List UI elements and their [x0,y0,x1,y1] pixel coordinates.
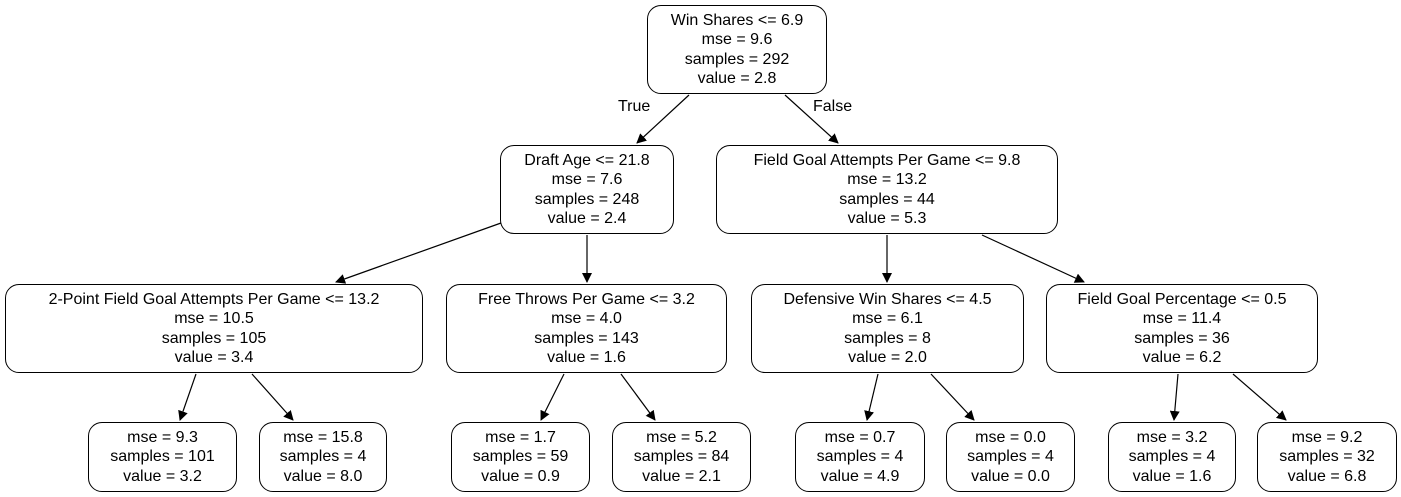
node-mse: mse = 4.0 [551,310,622,327]
node-value: value = 0.0 [971,467,1050,485]
node-value: value = 2.1 [642,467,721,485]
node-mse: mse = 9.6 [701,31,773,48]
node-value: value = 1.6 [547,349,626,366]
edge-dws-to-leaf5 [864,373,879,421]
node-mse: mse = 1.7 [485,428,556,446]
root-node: Win Shares <= 6.9 mse = 9.6 samples = 29… [647,5,827,94]
node-samples: samples = 8 [844,329,931,347]
edge-fgp-to-leaf8 [1232,373,1287,421]
node-field-goal-percentage: Field Goal Percentage <= 0.5 mse = 11.4 … [1046,284,1318,373]
node-condition: Field Goal Percentage <= 0.5 [1077,290,1287,308]
node-mse: mse = 13.2 [847,171,927,188]
edge-root-to-fga [784,94,839,144]
edge-dws-to-leaf6 [930,373,975,421]
node-condition: Win Shares <= 6.9 [670,11,804,29]
node-value: value = 2.4 [547,210,627,227]
node-samples: samples = 4 [1128,448,1216,466]
node-mse: mse = 15.8 [283,428,363,446]
node-free-throws: Free Throws Per Game <= 3.2 mse = 4.0 sa… [446,284,727,373]
edge-2pfga-to-leaf2 [251,373,294,421]
node-samples: samples = 101 [110,448,215,466]
node-value: value = 6.8 [1287,467,1367,485]
edge-ft-to-leaf3 [540,373,565,421]
node-value: value = 0.9 [481,467,560,485]
node-field-goal-attempts: Field Goal Attempts Per Game <= 9.8 mse … [716,145,1058,234]
node-condition: 2-Point Field Goal Attempts Per Game <= … [48,290,380,308]
node-samples: samples = 4 [816,448,904,466]
node-samples: samples = 248 [534,190,640,208]
leaf-node: mse = 3.2 samples = 4 value = 1.6 [1108,422,1236,492]
node-value: value = 1.6 [1132,467,1212,485]
node-draft-age: Draft Age <= 21.8 mse = 7.6 samples = 24… [500,145,674,234]
edge-ft-to-leaf4 [620,373,656,421]
node-mse: mse = 7.6 [551,171,623,188]
edge-2pfga-to-leaf1 [178,373,197,421]
edge-label-false: False [813,98,853,115]
edge-fga-to-fgp [981,234,1085,283]
node-value: value = 3.4 [174,349,254,366]
node-samples: samples = 32 [1279,448,1375,466]
node-condition: Free Throws Per Game <= 3.2 [478,290,695,308]
node-value: value = 5.3 [847,210,927,227]
node-mse: mse = 10.5 [174,310,254,327]
node-samples: samples = 59 [472,448,569,466]
node-samples: samples = 84 [633,448,730,466]
edge-fgp-to-leaf7 [1169,373,1180,421]
node-samples: samples = 36 [1134,329,1230,347]
node-samples: samples = 4 [967,448,1054,466]
node-value: value = 6.2 [1142,349,1222,366]
leaf-node: mse = 9.3 samples = 101 value = 3.2 [88,422,237,492]
edge-draft-age-to-2pfga [335,222,502,284]
node-value: value = 8.0 [283,467,363,485]
leaf-node: mse = 1.7 samples = 59 value = 0.9 [451,422,590,492]
node-value: value = 4.9 [820,467,900,485]
node-condition: Defensive Win Shares <= 4.5 [783,290,992,308]
leaf-node: mse = 0.0 samples = 4 value = 0.0 [946,422,1075,492]
node-samples: samples = 105 [161,329,267,347]
node-defensive-win-shares: Defensive Win Shares <= 4.5 mse = 6.1 sa… [751,284,1024,373]
edge-label-true: True [618,98,651,115]
edge-root-to-draft-age [636,94,690,144]
node-samples: samples = 292 [684,50,790,68]
node-value: value = 2.0 [848,349,927,366]
leaf-node: mse = 15.8 samples = 4 value = 8.0 [259,422,387,492]
node-condition: Draft Age <= 21.8 [524,151,650,169]
node-mse: mse = 0.0 [975,428,1046,446]
node-condition: Field Goal Attempts Per Game <= 9.8 [753,151,1021,169]
node-mse: mse = 9.2 [1291,428,1363,446]
node-mse: mse = 3.2 [1136,428,1208,446]
node-mse: mse = 9.3 [127,428,198,446]
node-mse: mse = 0.7 [824,428,896,446]
node-mse: mse = 5.2 [646,428,717,446]
node-samples: samples = 4 [279,448,367,466]
leaf-node: mse = 0.7 samples = 4 value = 4.9 [795,422,925,492]
node-value: value = 2.8 [697,70,777,87]
node-mse: mse = 6.1 [852,310,923,327]
leaf-node: mse = 9.2 samples = 32 value = 6.8 [1257,422,1397,492]
node-samples: samples = 143 [534,329,639,347]
node-value: value = 3.2 [123,467,202,485]
node-samples: samples = 44 [839,190,935,208]
leaf-node: mse = 5.2 samples = 84 value = 2.1 [612,422,751,492]
node-mse: mse = 11.4 [1142,310,1222,327]
node-2pt-fga: 2-Point Field Goal Attempts Per Game <= … [5,284,423,373]
